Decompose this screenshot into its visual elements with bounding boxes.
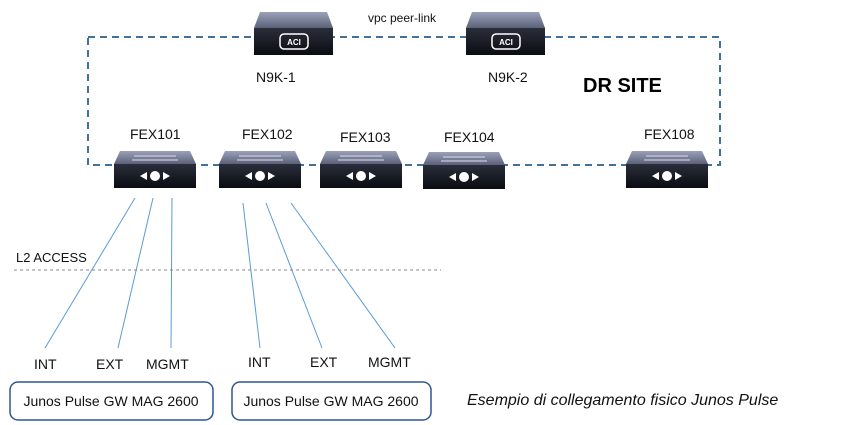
fex-switch-fex102 — [219, 151, 301, 188]
svg-text:ACI: ACI — [287, 38, 301, 47]
fex-label: FEX102 — [242, 126, 293, 142]
fex-label: FEX108 — [644, 126, 695, 142]
fex-label: FEX104 — [444, 129, 495, 145]
fex-switch-fex108 — [626, 151, 708, 188]
port-label: EXT — [310, 354, 338, 370]
port-label: INT — [248, 354, 271, 370]
site-label: DR SITE — [583, 75, 662, 97]
port-label: MGMT — [368, 354, 411, 370]
aci-icon — [279, 33, 309, 50]
link-int-1 — [44, 197, 136, 349]
fex-label: FEX103 — [340, 129, 391, 145]
gateway-box — [9, 381, 214, 421]
fabric-extender-icon — [652, 171, 682, 181]
spine-label: N9K-2 — [488, 69, 528, 85]
svg-text:ACI: ACI — [499, 38, 513, 47]
peer-link-label: vpc peer-link — [368, 11, 437, 25]
fabric-extender-icon — [245, 171, 275, 181]
gateway-label: Junos Pulse GW MAG 2600 — [23, 393, 198, 409]
fex-switch-fex103 — [320, 151, 402, 188]
fex-switch-fex104 — [423, 152, 505, 189]
fabric-extender-icon — [140, 171, 170, 181]
port-label: EXT — [96, 356, 124, 372]
fex-switch-fex101 — [114, 151, 196, 188]
link-int-2 — [242, 202, 261, 349]
link-mgmt-2 — [290, 202, 396, 349]
fex-label: FEX101 — [130, 126, 181, 142]
gateway-box — [231, 381, 432, 421]
fabric-extender-icon — [449, 172, 479, 182]
port-label: MGMT — [146, 356, 189, 372]
caption: Esempio di collegamento fisico Junos Pul… — [467, 392, 778, 409]
fabric-extender-icon — [346, 171, 376, 181]
port-label: INT — [34, 356, 57, 372]
link-ext-2 — [265, 202, 323, 349]
spine-switch-n9k-2: ACI — [466, 12, 545, 55]
link-mgmt-1 — [170, 197, 173, 349]
gateway-label: Junos Pulse GW MAG 2600 — [243, 393, 418, 409]
spine-label: N9K-1 — [256, 69, 296, 85]
aci-icon — [491, 33, 521, 50]
link-ext-1 — [117, 197, 154, 349]
physical-links — [44, 197, 396, 349]
spine-switch-n9k-1: ACI — [254, 12, 333, 55]
dr-site-boundary — [87, 36, 721, 166]
l2-access-label: L2 ACCESS — [16, 250, 87, 265]
